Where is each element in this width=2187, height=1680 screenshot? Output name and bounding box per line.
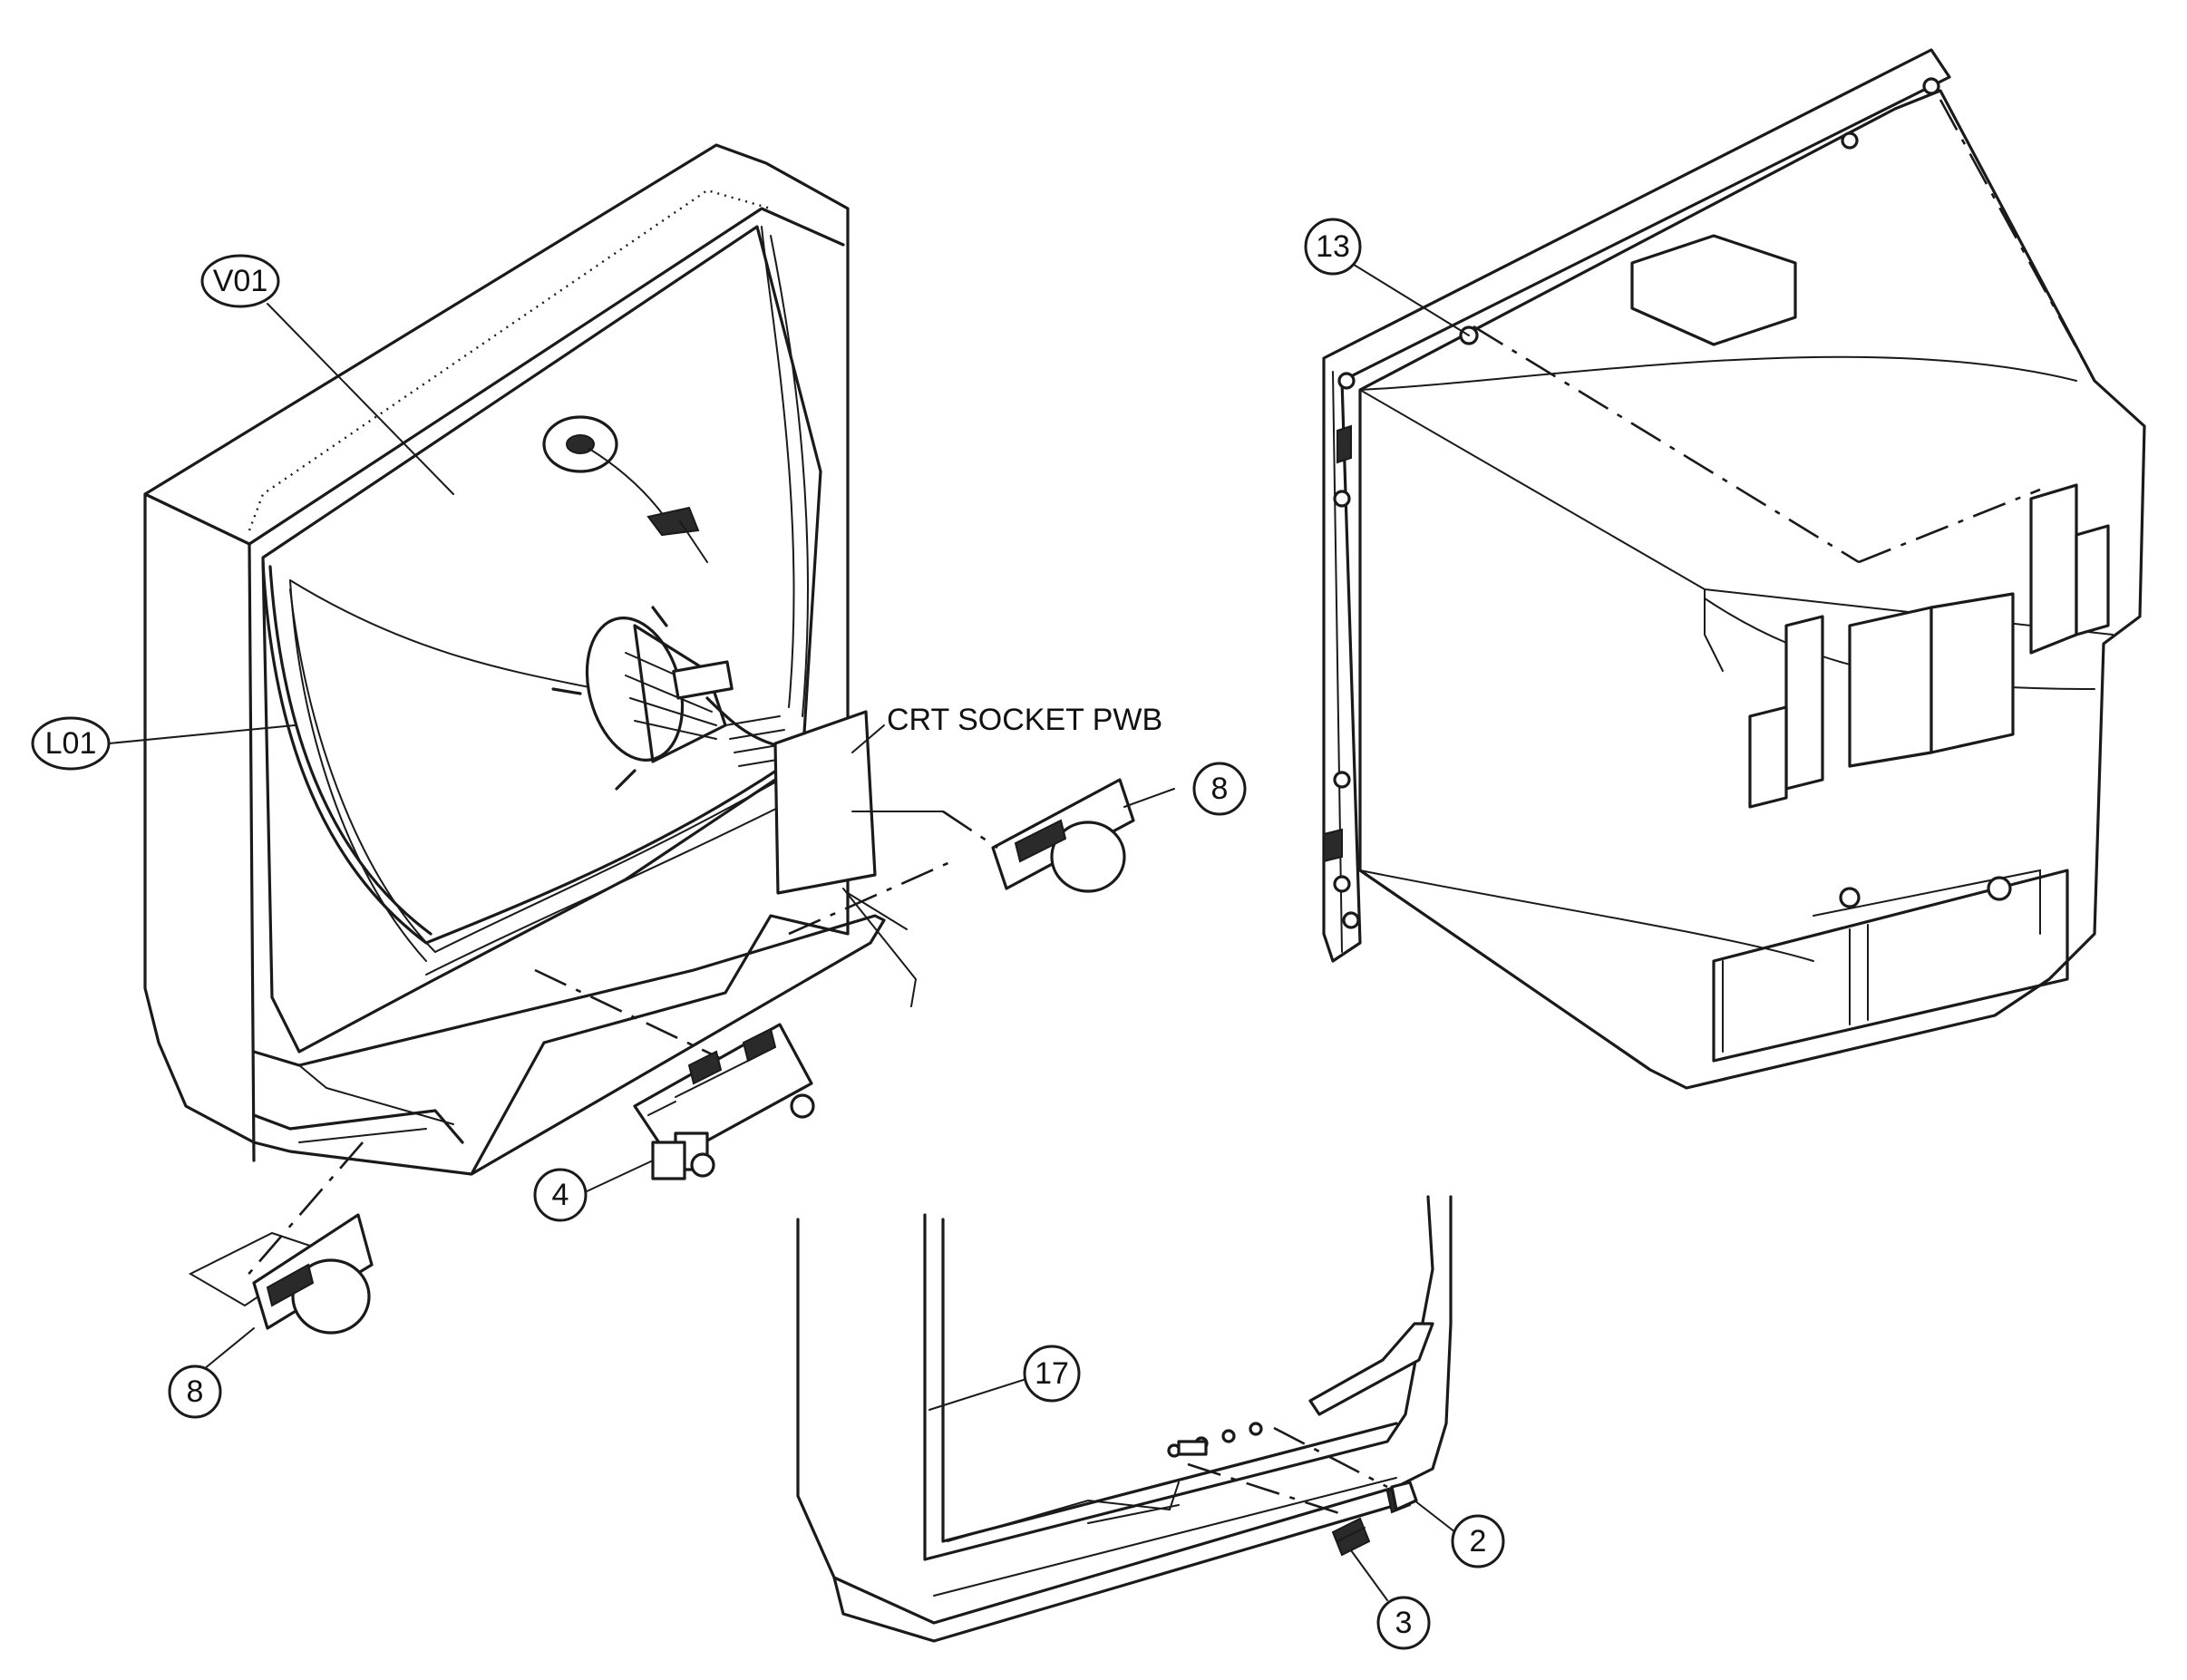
callout-4: 4 [533,1160,654,1222]
callout-17: 17 [928,1345,1081,1411]
callout-17-text: 17 [1035,1356,1069,1391]
callout-8-left: 8 [168,1327,255,1419]
front-cabinet-assembly [143,143,918,1176]
speaker-left [188,1213,374,1335]
callout-8-right: 8 [1192,762,1247,816]
crt-socket-pwb [773,710,918,1007]
crt-socket-label: CRT SOCKET PWB [851,703,1162,753]
callout-v01-text: V01 [213,264,268,298]
callout-8-left-text: 8 [187,1374,204,1409]
callout-13: 13 [1304,218,1470,336]
callout-2: 2 [1414,1500,1505,1568]
jack-cluster [633,1023,815,1180]
speaker-right [851,778,1175,893]
crt-socket-label-text: CRT SOCKET PWB [887,703,1162,737]
callout-2-text: 2 [1470,1524,1487,1559]
callout-l01-text: L01 [45,726,97,761]
part-3-button [1331,1517,1371,1557]
callout-13-text: 13 [1316,229,1350,264]
callout-8-right-text: 8 [1211,772,1229,806]
front-bezel [796,1195,1453,1643]
callout-3-text: 3 [1395,1606,1413,1640]
callout-v01: V01 [200,254,454,495]
back-cabinet [1322,48,2146,1090]
part-2-knob [1385,1481,1418,1514]
callout-4-text: 4 [552,1178,569,1212]
callout-3: 3 [1350,1549,1431,1650]
deflection-yoke [551,606,800,791]
callout-l01: L01 [31,716,296,771]
